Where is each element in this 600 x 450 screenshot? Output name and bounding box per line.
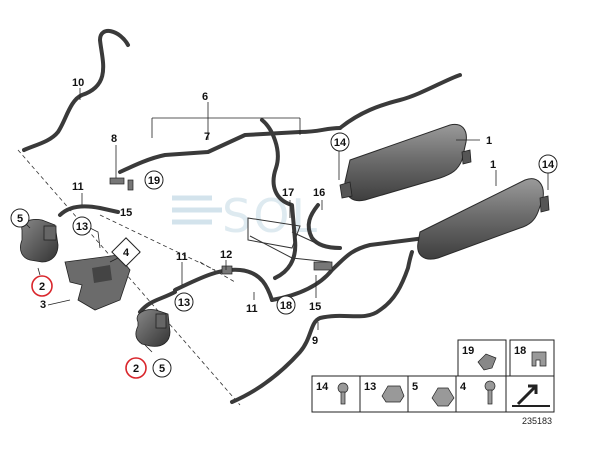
svg-text:2: 2 [39,281,45,293]
label-16: 16 [313,187,325,199]
label-10: 10 [72,77,84,89]
parts-legend: 19 18 14 13 5 4 [311,339,555,426]
svg-text:5: 5 [412,381,418,393]
circled-labels: 19 14 14 5 13 4 2 13 [10,132,558,379]
callout-14-right: 14 [538,154,558,174]
hose-2 [138,290,177,314]
svg-text:5: 5 [17,213,23,225]
callout-13-mid: 13 [174,292,194,312]
hose-11-mid [173,267,274,302]
legend-cell-4: 4 [455,375,507,413]
dashed-guides [17,149,241,406]
label-11-low: 11 [246,303,258,315]
label-1-upper: 1 [486,135,492,147]
connector-12 [221,265,233,275]
svg-text:19: 19 [462,345,474,357]
clip-15-left [127,179,134,191]
callout-13-left: 13 [72,216,92,236]
svg-text:4: 4 [460,381,467,393]
svg-text:2: 2 [133,363,139,375]
svg-text:4: 4 [123,247,130,259]
svg-text:18: 18 [280,300,292,312]
callout-19: 19 [144,170,164,190]
svg-text:13: 13 [76,221,88,233]
connector-15 [313,261,333,271]
label-15-left: 15 [120,207,132,219]
hose-10 [22,29,130,152]
legend-cell-arrow [505,375,555,413]
label-7: 7 [204,131,210,143]
label-6: 6 [202,91,208,103]
clip-8 [109,177,125,185]
hose-11-top [58,204,120,217]
svg-text:14: 14 [334,137,347,149]
legend-cell-13: 13 [359,375,409,413]
label-3: 3 [40,299,46,311]
valve-upper [20,219,59,263]
svg-text:14: 14 [316,381,329,393]
legend-cell-5: 5 [407,375,457,413]
svg-text:SOL: SOL [222,189,319,243]
legend-cell-18: 18 [509,339,555,377]
hose-16 [306,203,342,250]
hose-loop [260,118,298,280]
bracket-3 [64,254,131,311]
svg-text:18: 18 [514,345,526,357]
hoses [22,29,462,404]
small-parts [109,177,333,275]
diagram-code: 235183 [522,416,552,426]
callout-5-lower: 5 [152,358,172,378]
callout-4: 4 [111,237,141,267]
hose-9 [230,250,414,404]
label-11-mid: 11 [176,251,188,263]
callout-5-upper: 5 [10,208,30,228]
valve-lower [135,309,171,347]
svg-text:19: 19 [148,175,160,187]
hose-top-right [338,73,462,130]
label-8: 8 [111,133,117,145]
label-12: 12 [220,249,232,261]
label-9: 9 [312,335,318,347]
label-15-right: 15 [309,301,321,313]
part-labels: 6 7 8 10 1 1 11 15 17 16 11 12 11 15 9 3 [40,77,496,347]
svg-text:14: 14 [542,159,555,171]
watermark: SOL [172,189,319,243]
callout-14-upper: 14 [330,132,350,152]
label-1-lower: 1 [490,159,496,171]
svg-text:13: 13 [364,381,376,393]
callout-2-upper-highlight: 2 [31,275,53,297]
legend-cell-14: 14 [311,375,361,413]
label-17: 17 [282,187,294,199]
canister-1-upper [339,123,472,202]
legend-cell-19: 19 [457,339,507,377]
callout-2-lower-highlight: 2 [125,357,147,379]
svg-text:13: 13 [178,297,190,309]
callout-18: 18 [276,295,296,315]
svg-text:5: 5 [159,363,165,375]
label-11-left: 11 [72,181,84,193]
canister-1-lower [417,178,550,260]
thin-lines [247,217,331,263]
hose-7 [118,126,342,174]
